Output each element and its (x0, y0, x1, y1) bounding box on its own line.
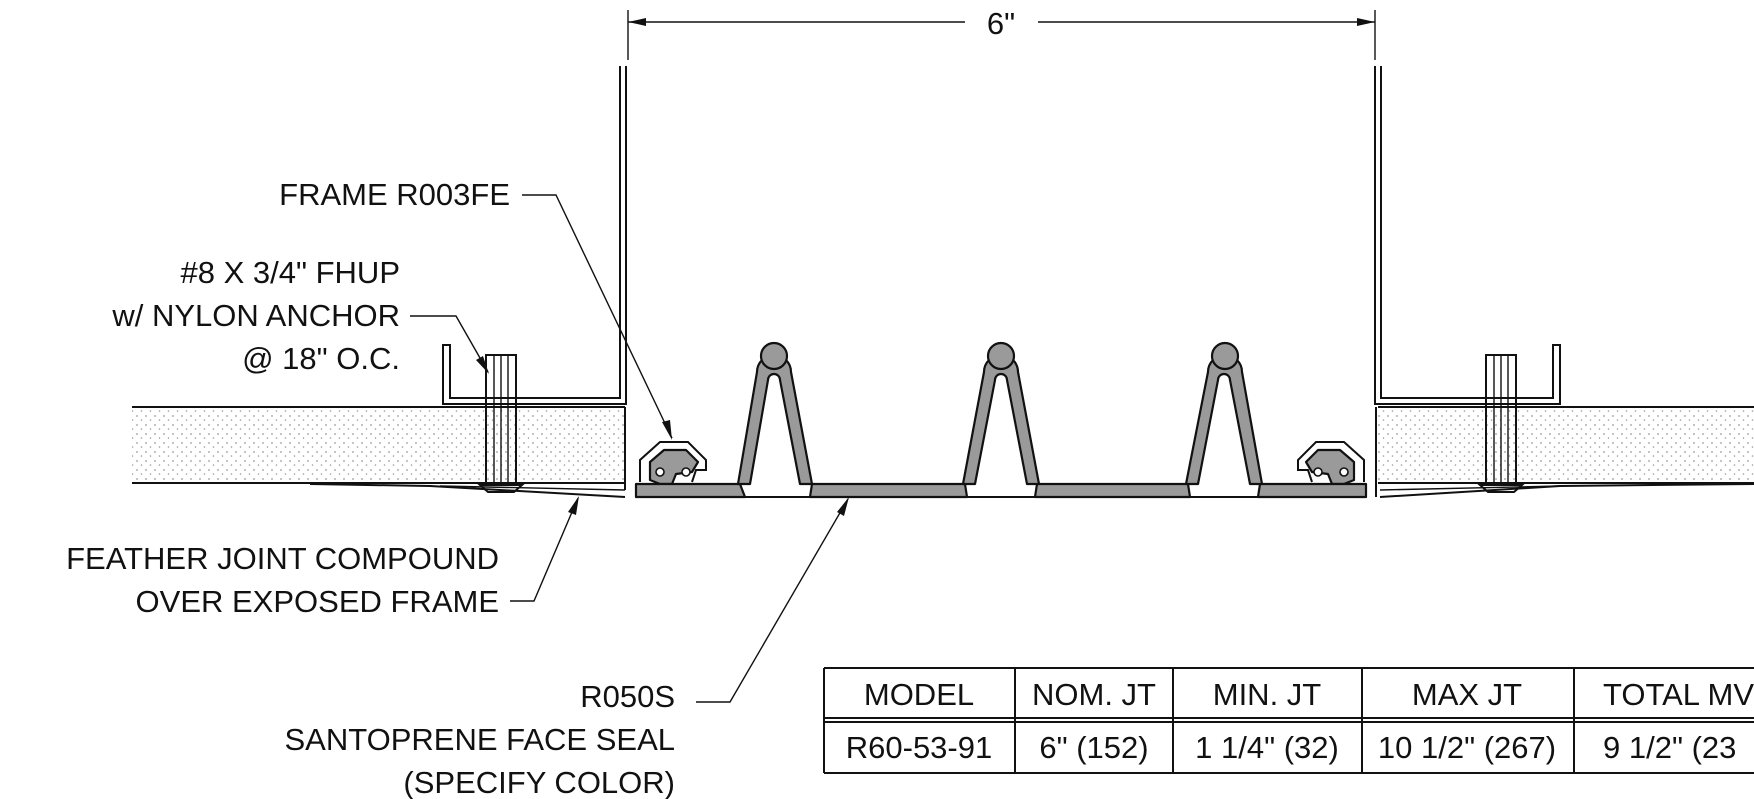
left-retainer-clip (639, 441, 707, 486)
table-header-nom-jt: NOM. JT (1032, 677, 1156, 712)
table-cell-nom-jt: 6" (152) (1039, 730, 1148, 765)
table-cell-total-mv: 9 1/2" (23 (1603, 730, 1736, 765)
left-screw-anchor (477, 354, 525, 493)
seal-label-line2: SANTOPRENE FACE SEAL (285, 722, 676, 757)
callout-face-seal: R050S SANTOPRENE FACE SEAL (SPECIFY COLO… (285, 497, 849, 799)
seal-label-line1: R050S (580, 679, 675, 714)
screw-label-line2: w/ NYLON ANCHOR (111, 298, 400, 333)
screw-label-line1: #8 X 3/4" FHUP (181, 255, 400, 290)
santoprene-face-seal (634, 341, 1368, 499)
callout-screw: #8 X 3/4" FHUP w/ NYLON ANCHOR @ 18" O.C… (111, 255, 489, 376)
seal-label-line3: (SPECIFY COLOR) (403, 765, 675, 799)
frame-label: FRAME R003FE (279, 177, 510, 212)
feather-label-line1: FEATHER JOINT COMPOUND (66, 541, 499, 576)
table-header-total-mv: TOTAL MV (1603, 677, 1754, 712)
table-header-max-jt: MAX JT (1412, 677, 1522, 712)
table-cell-model: R60-53-91 (846, 730, 992, 765)
right-frame (1374, 66, 1754, 498)
left-frame (309, 66, 627, 498)
left-wall-board (132, 406, 626, 490)
dimension-label: 6" (987, 6, 1015, 41)
table-header-min-jt: MIN. JT (1213, 677, 1322, 712)
callout-feather-joint: FEATHER JOINT COMPOUND OVER EXPOSED FRAM… (66, 496, 579, 619)
right-wall-board (1375, 406, 1754, 497)
right-screw-anchor (1477, 354, 1525, 493)
table-cell-min-jt: 1 1/4" (32) (1195, 730, 1339, 765)
table-cell-max-jt: 10 1/2" (267) (1378, 730, 1556, 765)
dimension-6in: 6" (627, 6, 1376, 60)
callout-frame: FRAME R003FE (279, 177, 673, 440)
right-retainer-clip (1297, 441, 1365, 486)
screw-label-line3: @ 18" O.C. (242, 341, 400, 376)
feather-label-line2: OVER EXPOSED FRAME (136, 584, 499, 619)
model-table: MODEL NOM. JT MIN. JT MAX JT TOTAL MV R6… (823, 667, 1754, 774)
table-header-model: MODEL (864, 677, 974, 712)
